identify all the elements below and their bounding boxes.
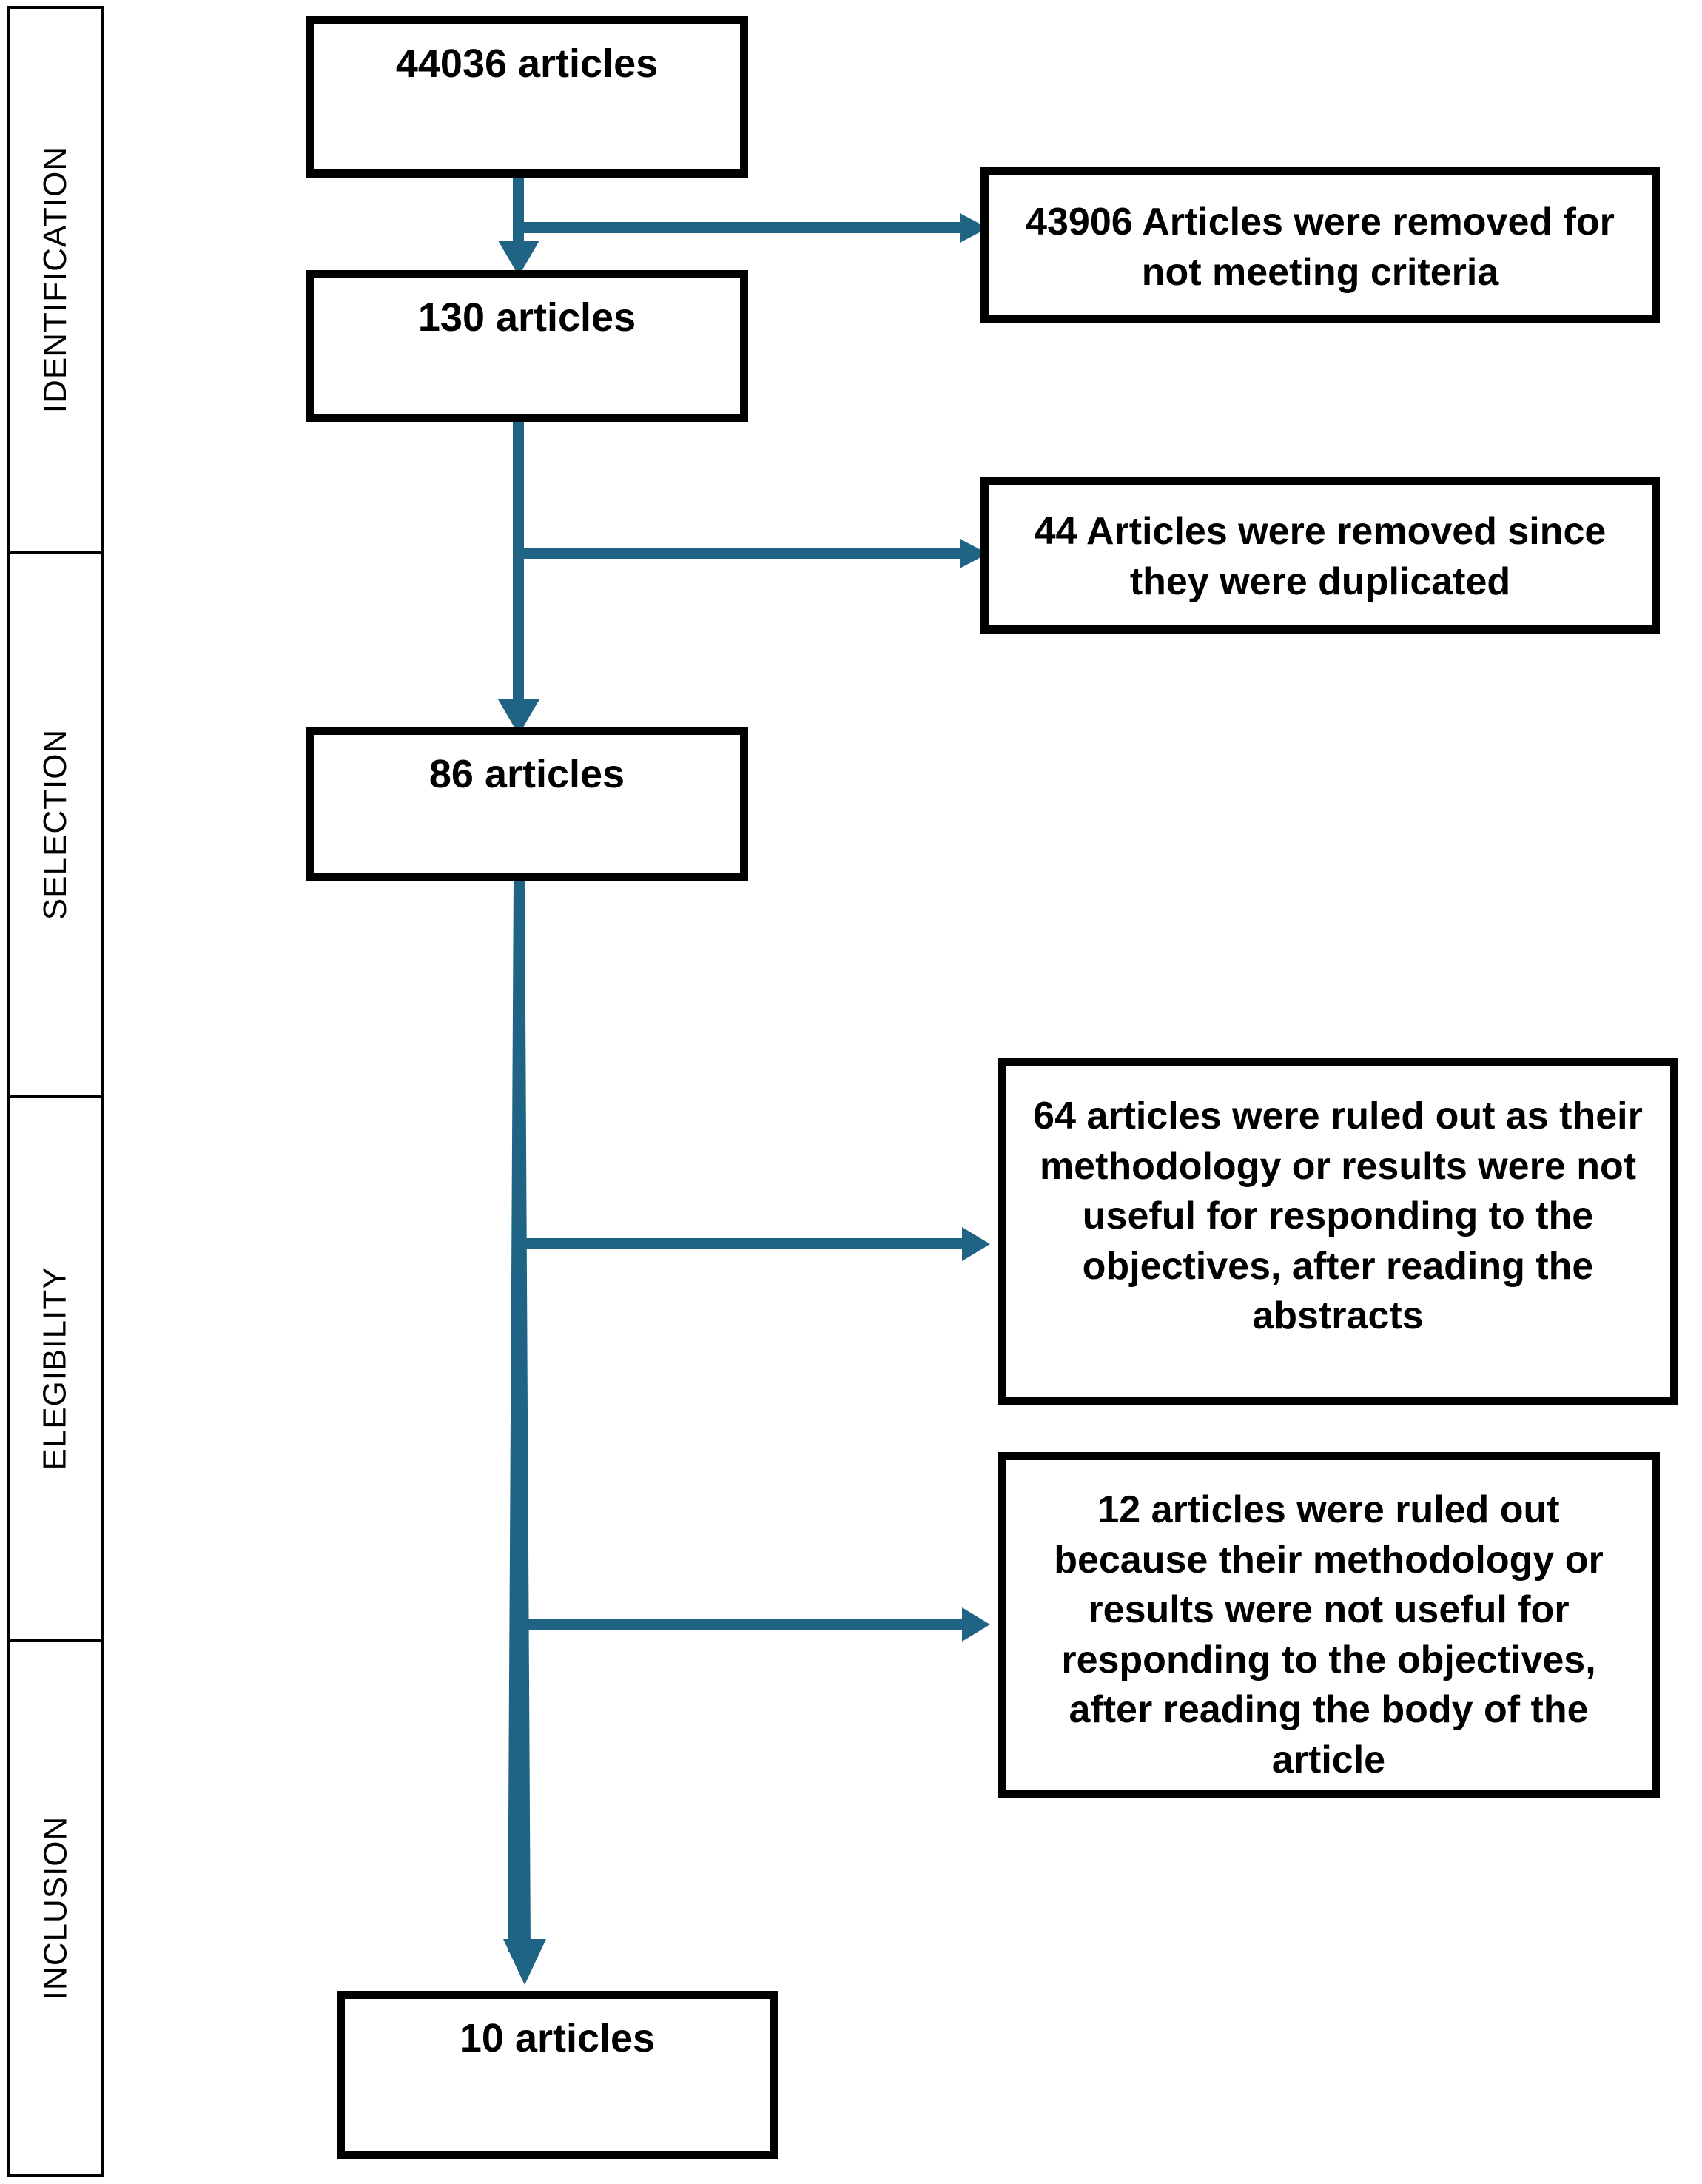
connector-trunk-3 bbox=[508, 875, 531, 1952]
stage-rail: IDENTIFICATION SELECTION ELEGIBILITY INC… bbox=[7, 6, 104, 2177]
connector-trunk-1 bbox=[513, 172, 524, 249]
node-excluded-criteria[interactable]: 43906 Articles were removed for not meet… bbox=[980, 167, 1660, 323]
arrowhead-criteria bbox=[960, 213, 988, 243]
node-records-included[interactable]: 10 articles bbox=[337, 1991, 778, 2159]
node-records-screened-label: 130 articles bbox=[417, 295, 636, 340]
arrowhead-to-86 bbox=[498, 699, 539, 735]
node-records-included-label: 10 articles bbox=[459, 2016, 656, 2060]
node-records-identified[interactable]: 44036 articles bbox=[306, 16, 748, 178]
stage-label-selection: SELECTION bbox=[37, 728, 74, 920]
arrowhead-fulltext bbox=[962, 1607, 990, 1642]
node-records-deduped[interactable]: 86 articles bbox=[306, 727, 748, 881]
stage-divider-3 bbox=[10, 1639, 101, 1642]
node-records-deduped-label: 86 articles bbox=[428, 752, 625, 796]
node-excluded-duplicate-label: 44 Articles were removed since they were… bbox=[1034, 510, 1607, 603]
stage-cell-elegibility: ELEGIBILITY bbox=[10, 1098, 101, 1639]
node-records-screened[interactable]: 130 articles bbox=[306, 270, 748, 422]
stage-label-elegibility: ELEGIBILITY bbox=[37, 1266, 74, 1471]
node-excluded-criteria-label: 43906 Articles were removed for not meet… bbox=[1026, 201, 1615, 294]
connector-branch-fulltext bbox=[524, 1619, 979, 1630]
stage-cell-inclusion: INCLUSION bbox=[10, 1642, 101, 2174]
stage-divider-1 bbox=[10, 551, 101, 554]
node-excluded-abstract[interactable]: 64 articles were ruled out as their meth… bbox=[998, 1058, 1678, 1405]
stage-cell-identification: IDENTIFICATION bbox=[10, 9, 101, 551]
node-records-identified-label: 44036 articles bbox=[395, 41, 659, 86]
node-excluded-abstract-label: 64 articles were ruled out as their meth… bbox=[1033, 1095, 1643, 1338]
connector-branch-criteria bbox=[513, 222, 972, 233]
arrowhead-abstract bbox=[962, 1227, 990, 1261]
connector-branch-duplicate bbox=[513, 548, 972, 559]
node-excluded-fulltext[interactable]: 12 articles were ruled out because their… bbox=[998, 1452, 1660, 1798]
node-excluded-fulltext-label: 12 articles were ruled out because their… bbox=[1054, 1488, 1604, 1781]
arrowhead-to-10 bbox=[503, 1939, 546, 1985]
stage-label-inclusion: INCLUSION bbox=[37, 1815, 73, 2000]
stage-cell-selection: SELECTION bbox=[10, 554, 101, 1095]
arrowhead-duplicate bbox=[960, 539, 988, 568]
node-excluded-duplicate[interactable]: 44 Articles were removed since they were… bbox=[980, 477, 1660, 634]
stage-label-identification: IDENTIFICATION bbox=[37, 146, 74, 414]
arrowhead-to-130 bbox=[498, 241, 539, 276]
connector-branch-abstract bbox=[519, 1238, 978, 1249]
connector-trunk-2 bbox=[513, 416, 524, 708]
stage-divider-2 bbox=[10, 1095, 101, 1098]
